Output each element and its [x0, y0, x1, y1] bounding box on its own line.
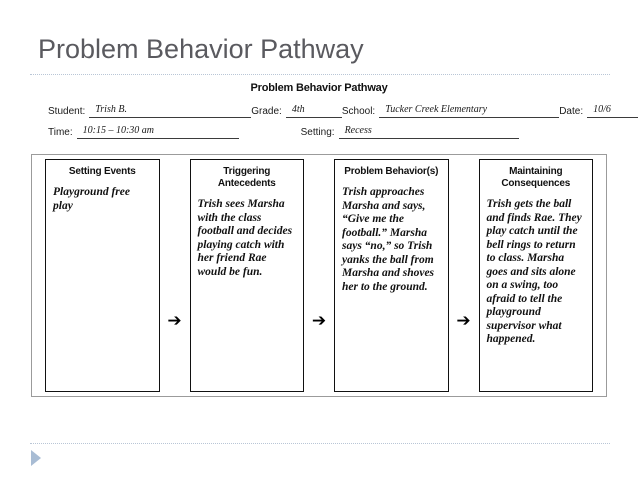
school-label: School: [341, 106, 376, 117]
grade-label: Grade: [251, 106, 282, 117]
cell-header-problem-behaviors: Problem Behavior(s) [344, 166, 439, 177]
footer-divider [30, 443, 610, 444]
triangle-marker-icon [31, 450, 41, 466]
arrow-right-icon-1: ➔ [167, 311, 182, 331]
field-student: Student: Trish B. [48, 104, 252, 118]
table-pad-right [593, 155, 606, 396]
setting-input[interactable]: Recess [338, 125, 519, 139]
arrow-right-icon-3: ➔ [456, 311, 471, 331]
time-input[interactable]: 10:15 – 10:30 am [76, 125, 239, 139]
cell-body-triggering-antecedents: Trish sees Marsha with the class footbal… [197, 198, 293, 278]
field-setting: Setting: Recess [301, 125, 519, 139]
student-input[interactable]: Trish B. [89, 104, 252, 118]
time-label: Time: [48, 127, 73, 138]
pathway-cell-maintaining-consequences[interactable]: Maintaining Consequences Trish gets the … [478, 159, 593, 392]
setting-label: Setting: [300, 127, 335, 138]
date-input[interactable]: 10/6 [587, 104, 638, 118]
pathway-cell-setting-events[interactable]: Setting Events Playground free play [45, 159, 160, 392]
worksheet-title: Problem Behavior Pathway [250, 82, 388, 94]
form-row-student: Student: Trish B. Grade: 4th School: Tuc… [48, 102, 638, 118]
page-title: Problem Behavior Pathway [38, 34, 364, 64]
pathway-table: Setting Events Playground free play ➔ Tr… [31, 154, 607, 397]
worksheet: Problem Behavior Pathway Student: Trish … [0, 82, 638, 397]
cell-header-maintaining-consequences: Maintaining Consequences [501, 166, 571, 189]
pathway-cell-problem-behaviors[interactable]: Problem Behavior(s) Trish approaches Mar… [334, 159, 449, 392]
field-grade: Grade: 4th [251, 104, 342, 118]
field-school: School: Tucker Creek Elementary [341, 104, 560, 118]
cell-header-triggering-antecedents: Triggering Antecedents [217, 166, 276, 189]
pathway-cell-triggering-antecedents[interactable]: Triggering Antecedents Trish sees Marsha… [189, 159, 304, 392]
student-label: Student: [48, 106, 86, 117]
cell-header-setting-events: Setting Events [68, 166, 136, 177]
school-input[interactable]: Tucker Creek Elementary [379, 104, 560, 118]
grade-input[interactable]: 4th [285, 104, 342, 118]
cell-body-maintaining-consequences: Trish gets the ball and finds Rae. They … [486, 198, 582, 345]
field-time: Time: 10:15 – 10:30 am [48, 125, 239, 139]
title-divider [30, 74, 610, 75]
field-date: Date: 10/6 [559, 104, 638, 118]
worksheet-form: Student: Trish B. Grade: 4th School: Tuc… [0, 102, 638, 139]
arrow-right-icon-2: ➔ [311, 311, 327, 331]
form-row-time: Time: 10:15 – 10:30 am Setting: Recess [48, 123, 594, 139]
date-label: Date: [559, 106, 584, 117]
cell-body-setting-events: Playground free play [53, 186, 130, 212]
cell-body-problem-behaviors: Trish approaches Marsha and says, “Give … [342, 186, 435, 293]
table-pad-left [32, 155, 45, 396]
